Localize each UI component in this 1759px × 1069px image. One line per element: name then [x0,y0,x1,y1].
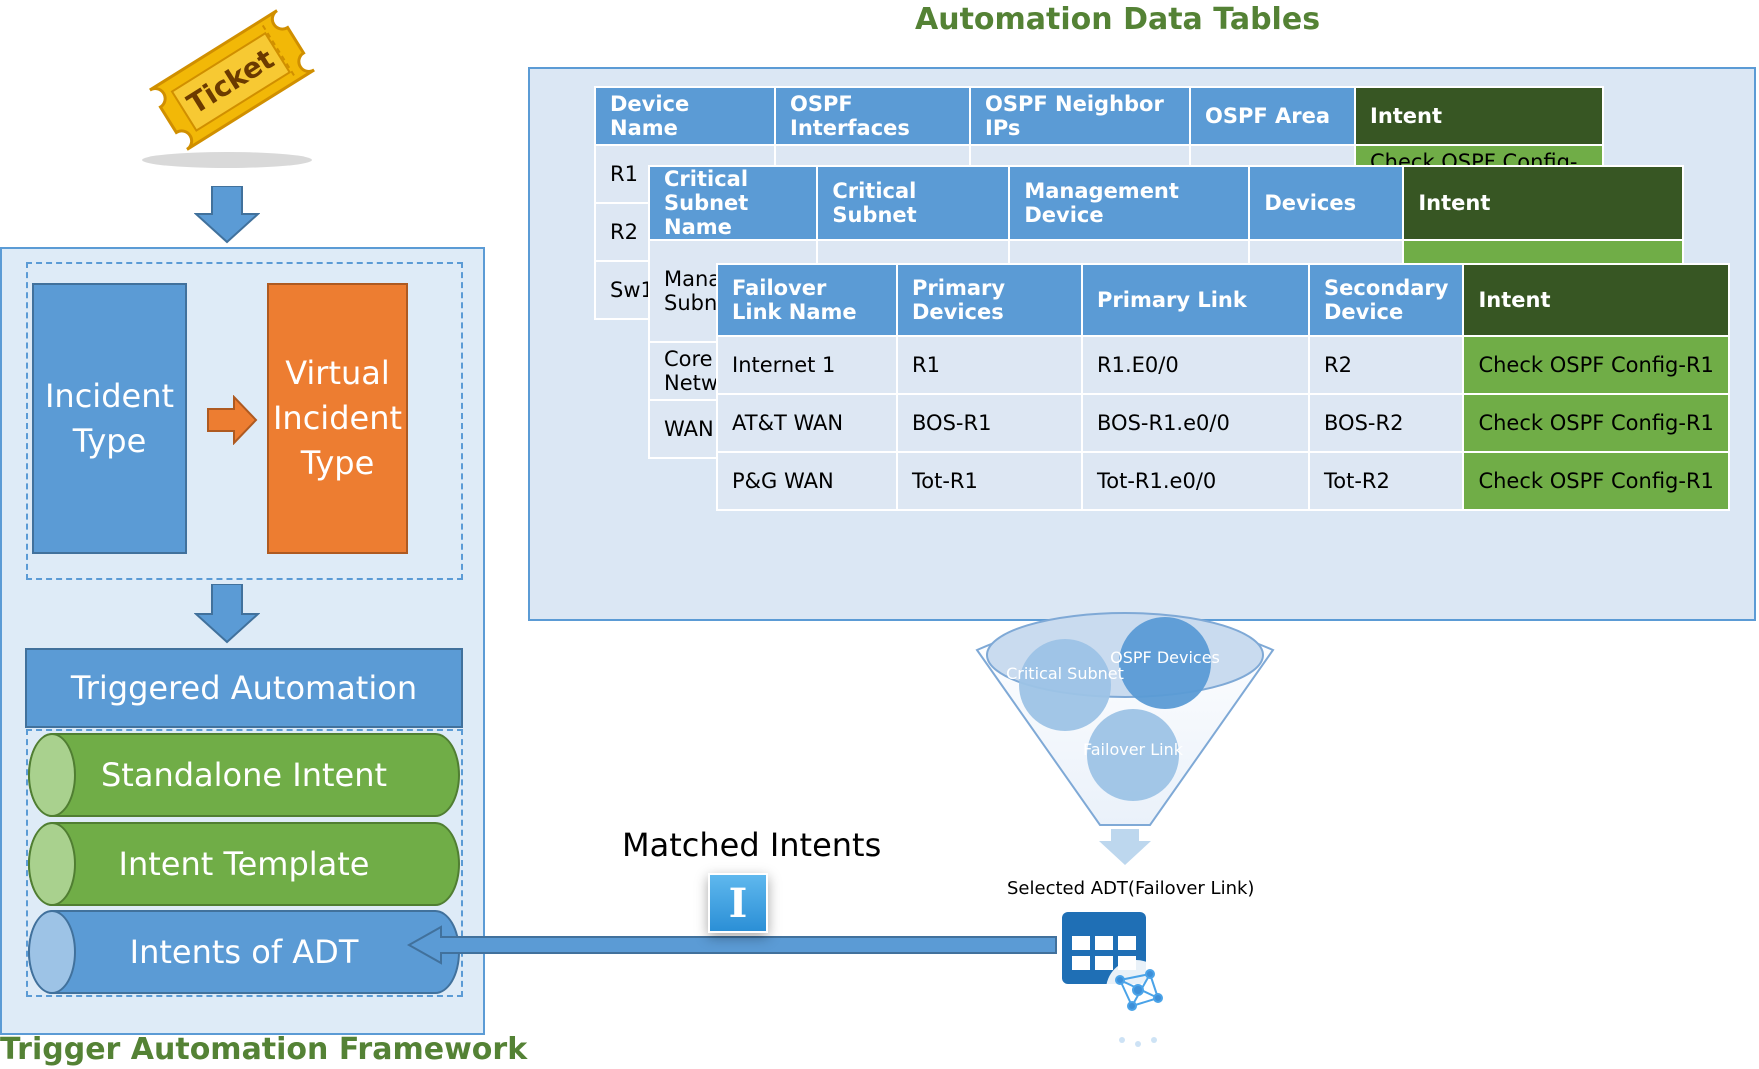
table-cell: Internet 1 [716,335,898,395]
intents-of-adt-cylinder: Intents of ADT [28,910,460,994]
table-header: Management Device [1008,165,1251,241]
trigger-automation-framework-title: Trigger Automation Framework [0,1032,528,1067]
table-cell: AT&T WAN [716,393,898,453]
failover-link-table: Failover Link Name Primary Devices Prima… [716,263,1730,511]
adt-funnel: Critical Subnet OSPF Devices Failover Li… [975,595,1275,870]
ospf-devices-circle-label: OSPF Devices [1110,648,1220,667]
automation-items-group [26,729,463,997]
table-header: OSPF Neighbor IPs [969,86,1191,146]
intent-template-label: Intent Template [118,845,370,883]
virtual-incident-type-box: Virtual Incident Type [267,283,408,554]
intent-template-cylinder: Intent Template [28,822,460,906]
intents-of-adt-label: Intents of ADT [129,933,359,971]
table-cell: BOS-R1.e0/0 [1081,393,1310,453]
table-cell: R1.E0/0 [1081,335,1310,395]
critical-subnet-circle-label: Critical Subnet [1006,664,1124,683]
svg-text:OSPF Devices: OSPF Devices [1110,648,1220,667]
table-cell: R2 [1307,335,1465,395]
selected-adt-label: Selected ADT(Failover Link) [1007,878,1255,899]
table-header: Primary Link [1081,263,1310,337]
table-header: Secondary Device [1307,263,1465,337]
intent-badge-icon: I [708,873,768,933]
table-cell: Check OSPF Config-R1 [1462,393,1730,453]
table-header: Primary Devices [896,263,1083,337]
table-cell: P&G WAN [716,451,898,511]
table-row: P&G WAN Tot-R1 Tot-R1.e0/0 Tot-R2 Check … [716,451,1730,511]
table-header: Critical Subnet Name [647,165,819,241]
arrow-right-icon [206,394,258,449]
table-reflection [716,520,1730,615]
table-header: Intent [1354,86,1604,146]
triggered-automation-label: Triggered Automation [70,668,418,707]
table-row: Internet 1 R1 R1.E0/0 R2 Check OSPF Conf… [716,335,1730,395]
table-header: OSPF Area [1189,86,1356,146]
table-header: Device Name [594,86,776,146]
incident-type-box: Incident Type [32,283,187,554]
virtual-incident-type-label: Virtual Incident Type [272,354,403,482]
table-cell: Tot-R1.e0/0 [1081,451,1310,511]
table-cell: Check OSPF Config-R1 [1462,335,1730,395]
arrow-down-icon [193,185,261,248]
ticket-icon: Ticket [135,0,330,175]
standalone-intent-label: Standalone Intent [100,756,388,794]
failover-link-circle-label: Failover Link [1083,740,1184,759]
svg-text:Critical Subnet: Critical Subnet [1006,664,1124,683]
adt-table-icon [1060,910,1175,1060]
table-cell: Tot-R1 [896,451,1083,511]
table-row: AT&T WAN BOS-R1 BOS-R1.e0/0 BOS-R2 Check… [716,393,1730,453]
intent-badge-label: I [728,879,748,927]
automation-data-tables-title: Automation Data Tables [915,2,1321,37]
incident-type-label: Incident Type [44,376,175,460]
table-cell: BOS-R1 [896,393,1083,453]
triggered-automation-box: Triggered Automation [25,648,463,728]
table-header: Failover Link Name [716,263,898,337]
table-cell: R1 [896,335,1083,395]
table-header: Devices [1248,165,1405,241]
table-header: OSPF Interfaces [774,86,971,146]
table-header: Intent [1462,263,1730,337]
table-header: Critical Subnet [816,165,1011,241]
table-cell: Check OSPF Config-R1 [1462,451,1730,511]
svg-text:Failover Link: Failover Link [1083,740,1184,759]
table-header: Intent [1402,165,1684,241]
standalone-intent-cylinder: Standalone Intent [28,733,460,817]
matched-intents-label: Matched Intents [622,826,882,864]
table-cell: Tot-R2 [1307,451,1465,511]
table-cell: BOS-R2 [1307,393,1465,453]
arrow-left-icon [405,925,1060,965]
incident-type-group [26,262,463,580]
arrow-down-icon [193,583,261,648]
